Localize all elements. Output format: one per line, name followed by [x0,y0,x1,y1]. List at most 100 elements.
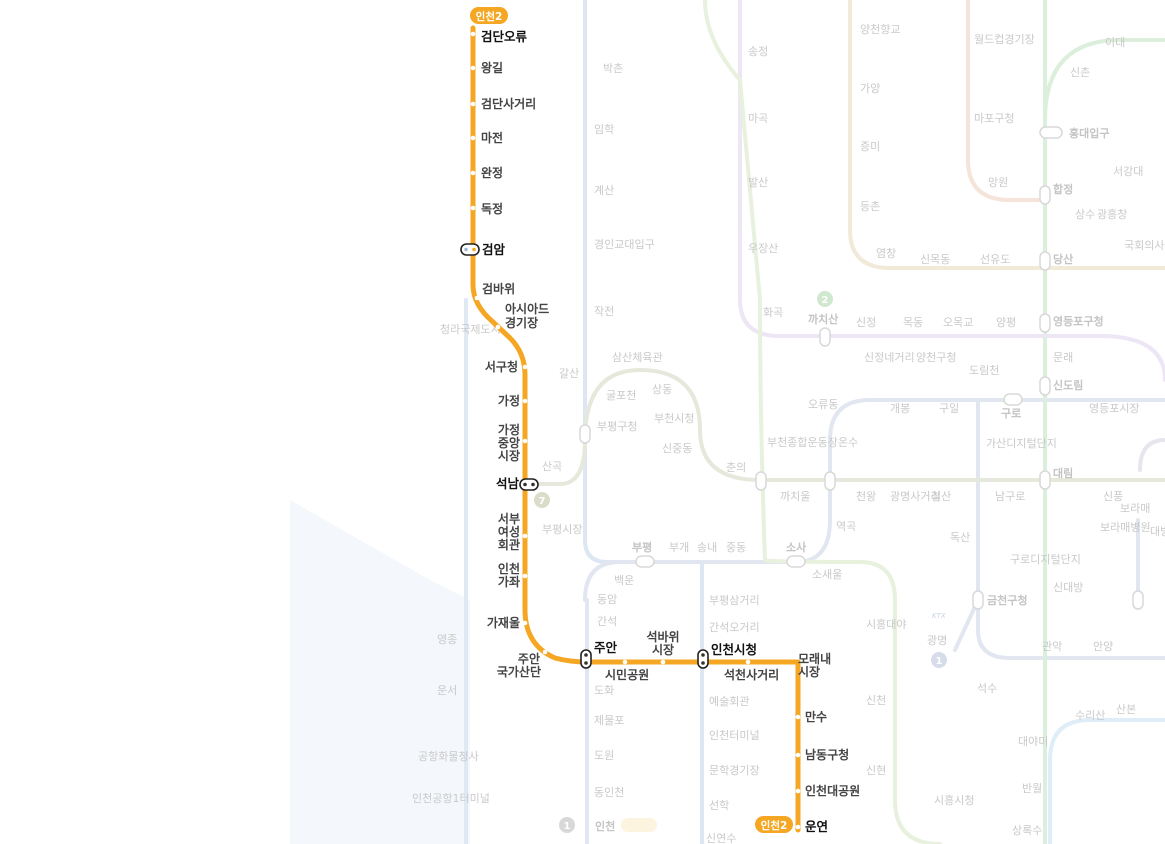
bg-station-label: 마포구청 [974,112,1014,125]
line-start-badge-label: 인천2 [476,10,503,23]
station-dot[interactable] [495,324,501,330]
station-dot[interactable] [470,31,476,37]
station-label-asiad[interactable]: 경기장 [505,315,538,330]
station-label-wanjeong[interactable]: 완정 [481,165,503,180]
station-label-simin-park[interactable]: 시민공원 [605,667,649,682]
bg-station-label: 영등포시장 [1089,402,1140,415]
station-label-seobu[interactable]: 서부 [498,511,520,526]
bg-station-label: 작전 [594,305,614,318]
bg-station-label: 광흥창 [1097,207,1127,221]
bg-transfer-icon [579,424,591,444]
bg-station-label: 월드컵경기장 [974,33,1035,46]
bg-station-label: 합정 [1053,182,1073,196]
transfer-juan[interactable] [580,649,592,669]
station-label-gajeong[interactable]: 가정 [498,393,520,408]
station-dot[interactable] [522,364,528,370]
incheon2-line[interactable] [470,25,801,833]
station-dot[interactable] [474,295,480,301]
transfer-station-icon [519,478,539,491]
station-label-namdong-office[interactable]: 남동구청 [805,747,849,762]
station-label-incheon-gajwa[interactable]: 가좌 [498,574,520,589]
station-label-geomdan-oryu[interactable]: 검단오류 [481,29,528,44]
bg-station-label: 마곡 [748,112,768,125]
station-label-gajeong-market[interactable]: 중앙 [498,436,520,450]
station-label-seobu[interactable]: 회관 [498,537,520,552]
station-dot[interactable] [522,398,528,404]
station-dot[interactable] [470,65,476,71]
line4 [1048,718,1165,844]
bg-station-label: 박촌 [603,62,623,75]
station-label-seoknam[interactable]: 석남 [496,476,520,491]
sillim-line [1138,438,1165,472]
bg-station-label: 남구로 [995,490,1025,503]
bg-transfer-icon [1039,126,1063,139]
station-dot[interactable] [795,824,801,830]
station-label-majeon[interactable]: 마전 [481,130,503,145]
station-dot[interactable] [660,659,666,665]
station-label-juan-industrial[interactable]: 국가산단 [497,664,541,679]
bg-station-label: 신정 [856,316,876,329]
station-label-geombawi[interactable]: 검바위 [482,281,515,296]
station-dot[interactable] [795,752,801,758]
transfer-geomam[interactable] [460,243,480,256]
station-dot[interactable] [522,438,528,444]
line7-badge-text: 7 [539,496,546,507]
station-dot[interactable] [470,135,476,141]
station-dot[interactable] [745,659,751,665]
station-label-gajaeul[interactable]: 가재울 [487,615,520,630]
station-label-wanggil[interactable]: 왕길 [481,61,503,75]
station-label-seogu-office[interactable]: 서구청 [485,359,518,374]
station-label-juan[interactable]: 주안 [594,640,618,655]
bg-station-label: 송내 [697,541,717,554]
station-label-incheon-gajwa[interactable]: 인천 [498,561,520,576]
station-label-dokjeong[interactable]: 독정 [481,201,503,216]
bg-station-label: 신현 [866,764,886,777]
transfer-seoknam[interactable] [519,478,539,491]
line1-badge-icon [559,817,575,833]
station-dot[interactable] [470,101,476,107]
bg-station-label: 신도림 [1053,378,1083,392]
station-label-seokcheon[interactable]: 석천사거리 [724,667,779,682]
bg-station-label: 까치산 [808,312,838,326]
station-dot[interactable] [522,533,528,539]
station-label-seobu[interactable]: 여성 [498,524,520,539]
station-dot[interactable] [622,659,628,665]
station-label-seokbawi[interactable]: 시장 [652,643,674,657]
bg-station-label: 신목동 [920,253,950,266]
station-dot[interactable] [790,675,796,681]
station-dot[interactable] [470,170,476,176]
station-label-incheon-city-hall[interactable]: 인천시청 [711,642,757,657]
station-dot[interactable] [795,788,801,794]
line1-badge-text: 1 [564,821,571,832]
bg-station-label: 신정네거리 [864,351,915,364]
line2-loop [1043,38,1165,122]
station-label-incheon-grand-park[interactable]: 인천대공원 [805,783,860,798]
line7 [526,367,1165,486]
station-label-asiad[interactable]: 아시아드 [505,301,549,316]
station-label-unyeon[interactable]: 운연 [805,819,828,834]
bg-station-label: 임학 [594,123,614,136]
station-dot[interactable] [542,649,548,655]
station-label-mansu[interactable]: 만수 [805,709,827,724]
bg-station-label: 신대방 [1053,581,1083,594]
station-dot[interactable] [470,205,476,211]
bg-station-label: 대방 [1150,525,1165,538]
station-label-gajeong-market[interactable]: 시장 [498,449,520,463]
station-dot[interactable] [795,714,801,720]
station-label-seokbawi[interactable]: 석바위 [646,629,679,644]
bg-station-label: 반월 [1022,782,1042,795]
station-dot[interactable] [522,620,528,626]
line9 [848,0,1165,270]
bg-station-label: 삼산체육관 [612,351,663,364]
station-label-moraenae[interactable]: 시장 [798,665,820,679]
station-label-moraenae[interactable]: 모래내 [798,651,831,666]
station-dot[interactable] [522,573,528,579]
station-label-geomam[interactable]: 검암 [482,242,506,257]
background-lines [290,0,1165,844]
bg-station-label: 양평 [996,316,1016,329]
station-label-gajeong-market[interactable]: 가정 [498,422,520,437]
station-label-geomdan-sageori[interactable]: 검단사거리 [481,96,536,111]
station-label-juan-industrial[interactable]: 주안 [518,651,540,666]
transfer-incheon-city-hall[interactable] [697,649,709,669]
